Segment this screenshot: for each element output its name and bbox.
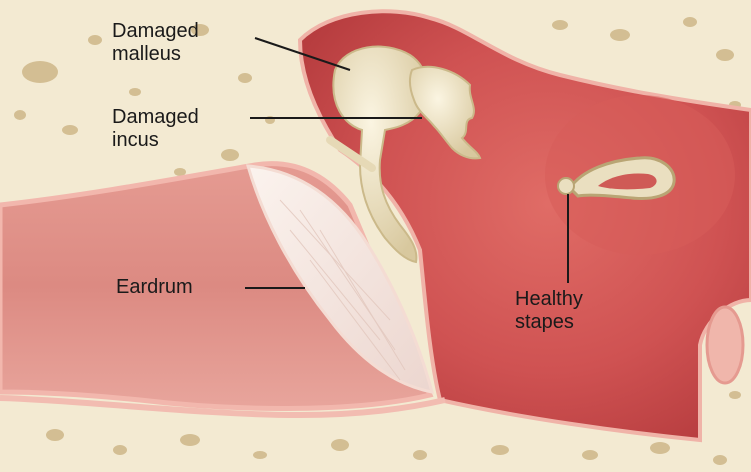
label-damaged-incus: Damaged incus bbox=[112, 106, 199, 152]
label-damaged-malleus: Damaged malleus bbox=[112, 20, 199, 66]
stapes-label-line1: Healthy bbox=[515, 288, 583, 311]
round-window bbox=[707, 307, 743, 383]
malleus-label-line1: Damaged bbox=[112, 20, 199, 43]
incus-label-line1: Damaged bbox=[112, 106, 199, 129]
eardrum-label: Eardrum bbox=[116, 276, 193, 299]
malleus-label-line2: malleus bbox=[112, 43, 199, 66]
label-healthy-stapes: Healthy stapes bbox=[515, 288, 583, 334]
incus-label-line2: incus bbox=[112, 129, 199, 152]
label-eardrum: Eardrum bbox=[116, 276, 193, 299]
stapes-label-line2: stapes bbox=[515, 311, 583, 334]
